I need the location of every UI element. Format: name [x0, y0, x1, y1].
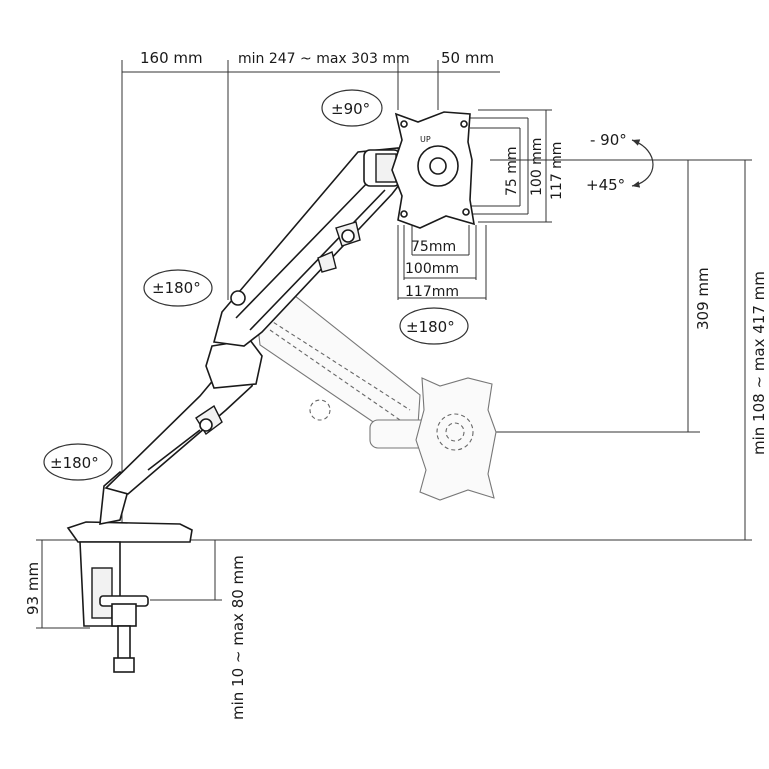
- clamp-knob: [113, 657, 135, 673]
- plate-rotation-label: ±180°: [406, 318, 455, 336]
- rotation-arc-icon: [43, 443, 113, 481]
- desk-thickness-label: min 10 ~ max 80 mm: [229, 555, 247, 720]
- base-joint-label: ±180°: [50, 454, 99, 472]
- monitor-arm: [66, 147, 407, 673]
- vesa-dimension: 75 mm 100 mm 117 mm 75mm 100mm 117mm: [397, 109, 565, 300]
- reach-base-label: 160 mm: [140, 49, 203, 67]
- rotation-mid-joint: ±180°: [143, 269, 213, 307]
- tilt-up-label: - 90°: [590, 131, 627, 149]
- rotation-arc-icon: [321, 89, 383, 127]
- vesa-75-height: 75 mm: [504, 146, 520, 196]
- vesa-plate: UP: [391, 111, 475, 229]
- tilt-down-label: +45°: [586, 176, 625, 194]
- vesa-75-width: 75mm: [411, 239, 456, 255]
- vesa-117-width: 117mm: [405, 284, 459, 300]
- rotation-arc-icon: [399, 307, 469, 345]
- reach-head-label: 50 mm: [441, 49, 494, 67]
- vesa-100-width: 100mm: [405, 261, 459, 277]
- height-range-label: min 108 ~ max 417 mm: [750, 271, 768, 455]
- clamp-nut: [111, 603, 137, 627]
- clamp-inner: [91, 567, 113, 619]
- height-dimension: 309 mm min 108 ~ max 417 mm: [180, 159, 768, 541]
- rotation-arc-icon: [143, 269, 213, 307]
- mid-joint-label: ±180°: [152, 279, 201, 297]
- top-reach-dimension: 160 mm min 247 ~ max 303 mm 50 mm: [121, 49, 500, 530]
- elbow-joint: [205, 339, 263, 389]
- rotation-plate: ±180°: [399, 307, 469, 345]
- clamp-dimension: 93 mm min 10 ~ max 80 mm: [24, 539, 247, 720]
- arm-drop-label: 309 mm: [694, 267, 712, 330]
- vesa-100-height: 100 mm: [529, 138, 545, 196]
- reach-range-label: min 247 ~ max 303 mm: [238, 51, 410, 67]
- clamp-screw: [117, 625, 131, 661]
- vesa-117-height: 117 mm: [549, 142, 565, 200]
- head-swivel-label: ±90°: [331, 100, 370, 118]
- lowered-arm-ghost: [254, 291, 497, 501]
- rotation-base-joint: ±180°: [43, 443, 113, 481]
- rotation-head-swivel: ±90°: [321, 89, 383, 127]
- rotation-tilt: - 90° +45°: [586, 131, 654, 194]
- up-mark: UP: [420, 135, 431, 144]
- clamp-height-label: 93 mm: [24, 562, 42, 615]
- tilt-arrow-icon: [631, 139, 654, 188]
- desk-plate: [66, 521, 193, 543]
